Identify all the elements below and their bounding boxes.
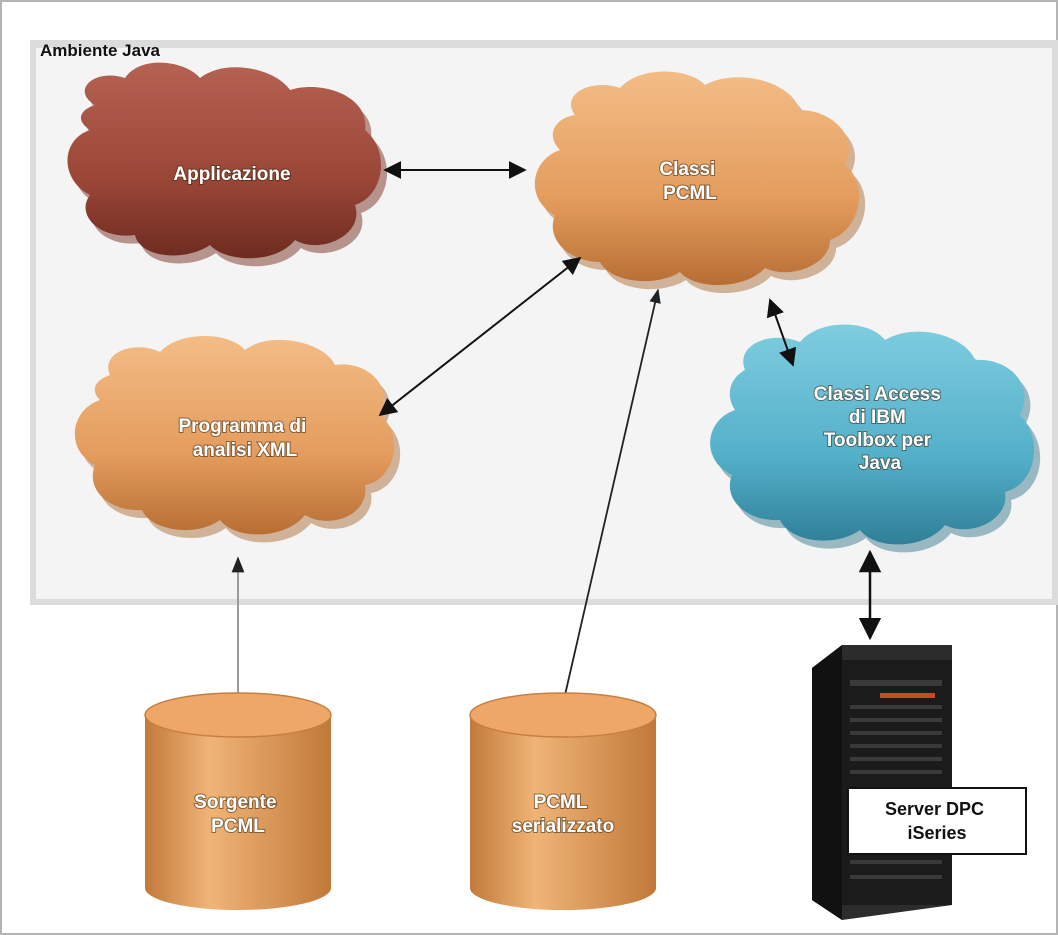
environment-title: Ambiente Java: [40, 41, 161, 60]
arrow-xml-classi: [378, 256, 582, 417]
classi-pcml-label: Classi PCML: [659, 159, 720, 204]
pcml-serializzato-label: PCML serializzato: [512, 792, 614, 837]
applicazione-label: Applicazione: [173, 164, 290, 185]
server-label: Server DPC iSeries: [885, 799, 989, 843]
database-cylinder-icon-serializzato: PCML serializzato: [469, 692, 657, 910]
database-cylinder-icon: Sorgente PCML: [144, 692, 332, 910]
programma-xml-label: Programma di analisi XML: [178, 416, 311, 461]
cloud-classi-pcml: Classi PCML: [534, 71, 866, 294]
sorgente-pcml-label: Sorgente PCML: [194, 792, 282, 837]
server-tower-icon: Server DPC iSeries: [812, 645, 1027, 920]
arrow-serializzato-classi: [564, 288, 661, 696]
server-label-box: [847, 787, 1027, 855]
cloud-applicazione: Applicazione: [67, 62, 388, 267]
cloud-programma-xml: Programma di analisi XML: [74, 336, 401, 543]
arrow-classi-access: [766, 298, 797, 367]
cloud-classi-access: Classi Access di IBM Toolbox per Java: [710, 324, 1041, 553]
connectors: [231, 161, 882, 696]
classi-access-label: Classi Access di IBM Toolbox per Java: [814, 384, 946, 474]
